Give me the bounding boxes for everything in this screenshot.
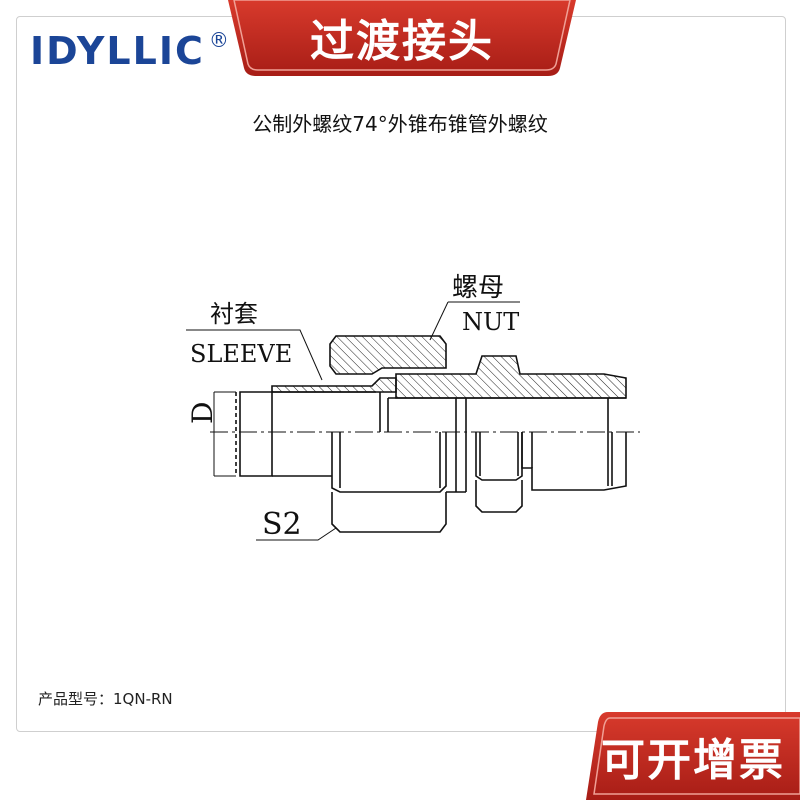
brand-name: IDYLLIC [30,29,205,73]
sleeve-label-en: SLEEVE [190,340,292,368]
registered-mark: ® [208,28,229,52]
nut-label-cn: 螺母 [452,273,504,303]
title-banner [228,0,576,76]
dimension-d-label: D [186,402,219,424]
brand-logo: IDYLLIC ® [30,26,229,76]
dimension-s2-label: S2 [262,507,302,542]
banner-title: 过渡接头 [310,16,494,67]
invoice-badge: 可开增票 [601,735,785,786]
invoice-badge-bg [586,712,800,800]
product-subtitle: 公制外螺纹74°外锥布锥管外螺纹 [252,112,548,136]
model-line: 产品型号：1QN-RN [38,688,173,709]
model-label: 产品型号： [38,690,114,708]
sleeve-label-cn: 衬套 [210,300,258,328]
model-value: 1QN-RN [113,690,173,708]
nut-label-en: NUT [462,308,519,336]
